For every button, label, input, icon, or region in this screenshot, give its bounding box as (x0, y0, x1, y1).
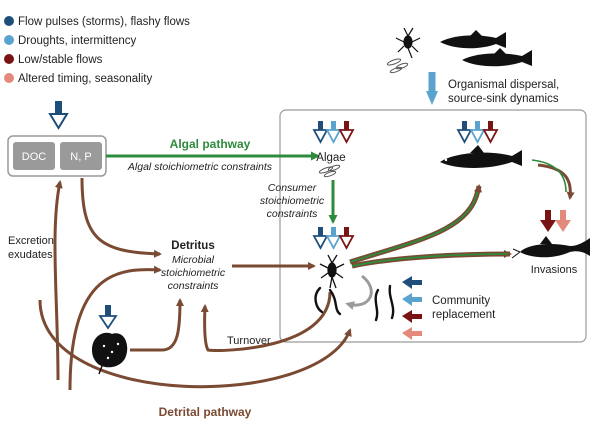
consumer-constraints-line: constraints (267, 208, 319, 220)
dispersal-algae-icon (386, 58, 409, 74)
consumer-constraints: Consumer stoichiometric constraints (260, 182, 325, 220)
fish-to-invasions-green (531, 159, 567, 193)
algal-pathway-title: Algal pathway (170, 137, 251, 151)
mayfly-icon (319, 254, 345, 289)
down-arrow-icon (48, 101, 69, 130)
nutrient-box: DOC N, P (7, 135, 107, 177)
swap-arrow-icon (345, 274, 373, 310)
legend-dot-icon (4, 16, 14, 26)
ecosystem-box (279, 109, 587, 343)
turnover-label: Turnover (227, 335, 271, 347)
consumer-to-invasions-arrow-green (351, 253, 509, 267)
fish-to-invasions-arrow (537, 163, 575, 200)
algae-label: Algae (316, 152, 345, 164)
consumer-constraints-line: stoichiometric (260, 195, 325, 207)
legend-item-low-flows: Low/stable flows (4, 54, 103, 66)
excretion-line: exudates (8, 249, 53, 261)
flow-arrows-fish (456, 121, 499, 144)
legend-item-altered-timing: Altered timing, seasonality (4, 73, 152, 85)
np-box (60, 142, 102, 170)
legend-item-droughts: Droughts, intermittency (4, 35, 136, 47)
algal-pathway-subtitle: Algal stoichiometric constraints (127, 161, 273, 173)
excretion-line: Excretion, (8, 235, 57, 247)
legend-dot-icon (4, 73, 14, 83)
consumer-constraints-line: Consumer (268, 182, 317, 194)
community-replacement-arrows (402, 276, 422, 340)
leaf-litter-icon (92, 305, 128, 375)
detritus-line: Microbial (172, 254, 215, 266)
invasions-label: Invasions (531, 264, 578, 276)
legend-dot-icon (4, 35, 14, 45)
dispersal-fish-icon (440, 30, 532, 67)
excretion-arrow (53, 180, 63, 381)
excretion-to-detritus-arrow (68, 265, 162, 391)
fish-icon (440, 145, 522, 168)
flow-arrows-consumers (312, 227, 355, 250)
turnover-arrow (200, 291, 332, 352)
consumer-to-fish-arrow-green (349, 189, 479, 263)
community-line: replacement (432, 309, 496, 321)
legend-label: Droughts, intermittency (18, 35, 136, 47)
flow-arrows-algae (312, 121, 355, 144)
dispersal-line: Organismal dispersal, (448, 79, 559, 91)
flow-arrows-invasions (540, 210, 571, 232)
doc-label: DOC (22, 151, 47, 163)
consumer-to-fish-arrow-brown (349, 189, 481, 265)
algae-icon (318, 164, 341, 178)
legend-label: Flow pulses (storms), flashy flows (18, 16, 190, 28)
legend-dot-icon (4, 54, 14, 64)
detritus-title: Detritus (171, 240, 214, 252)
legend-item-flow-pulses: Flow pulses (storms), flashy flows (4, 16, 190, 28)
consumer-to-fish-arrowhead (474, 184, 482, 193)
doc-box (13, 142, 55, 170)
detritus-line: stoichiometric (161, 267, 226, 279)
dispersal-line: source-sink dynamics (448, 93, 559, 105)
legend-label: Altered timing, seasonality (18, 73, 152, 85)
dispersal-mayfly-icon (395, 27, 421, 59)
catfish-icon (511, 236, 590, 259)
legend: Flow pulses (storms), flashy flows Droug… (4, 16, 190, 85)
detritus-line: constraints (168, 280, 220, 292)
np-label: N, P (70, 151, 91, 163)
community-line: Community (432, 295, 490, 307)
detrital-pathway-arrow (38, 299, 352, 389)
legend-label: Low/stable flows (18, 54, 103, 66)
np-to-detritus-arrow (80, 177, 162, 258)
litter-to-detritus-arrow (130, 298, 184, 352)
detrital-pathway-label: Detrital pathway (159, 405, 252, 419)
worm-icon (314, 284, 395, 322)
